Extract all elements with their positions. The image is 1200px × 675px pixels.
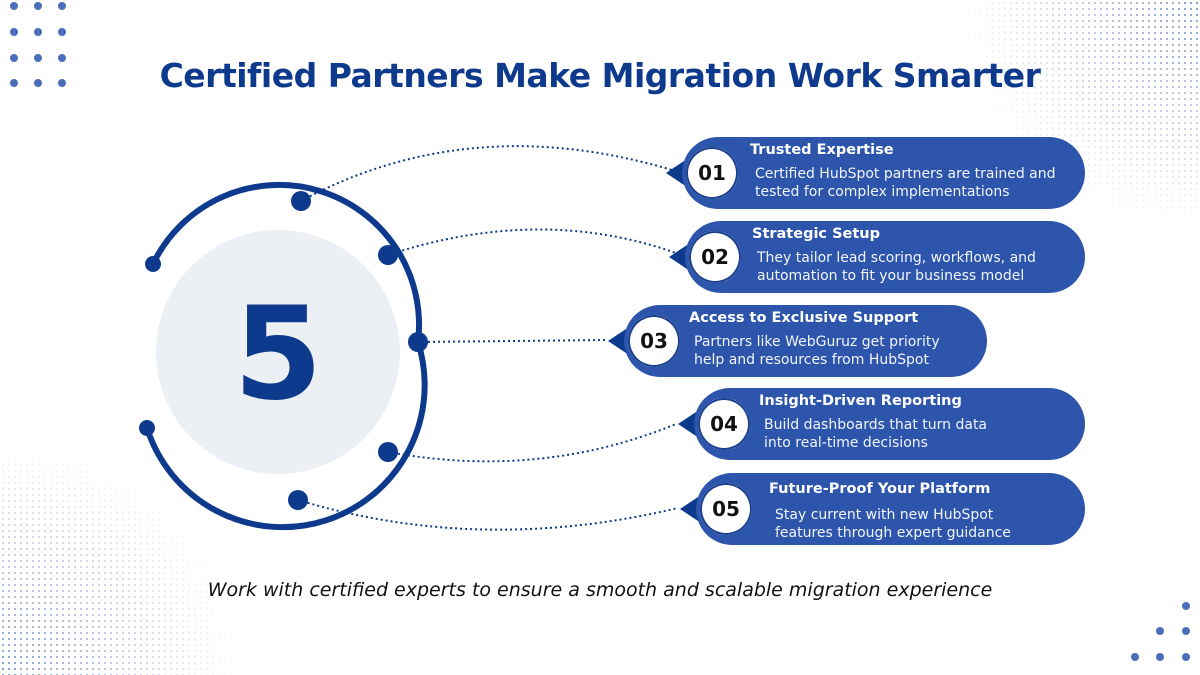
arc-node-02 — [378, 245, 398, 265]
connector-01 — [300, 145, 673, 202]
connector-02 — [387, 228, 677, 256]
item-title: Future-Proof Your Platform — [769, 481, 991, 497]
number-badge: 01 — [682, 143, 742, 203]
item-description: They tailor lead scoring, workflows, and… — [757, 249, 1036, 285]
connector-04 — [387, 423, 677, 463]
halftone-bottom-left — [0, 440, 240, 675]
item-description: Stay current with new HubSpot features t… — [775, 506, 1011, 542]
pointer-arrow — [669, 245, 687, 269]
arc-node-03 — [408, 332, 428, 352]
desc-line-2: into real-time decisions — [764, 435, 928, 451]
item-card-05: 05 Future-Proof Your Platform Stay curre… — [680, 473, 1085, 545]
item-card-02: 02 Strategic Setup They tailor lead scor… — [669, 221, 1085, 293]
desc-line-1: Partners like WebGuruz get priority — [694, 334, 940, 350]
number-badge: 04 — [694, 394, 754, 454]
desc-line-1: Stay current with new HubSpot — [775, 507, 994, 523]
item-title: Insight-Driven Reporting — [759, 393, 962, 409]
arc-endpoint-bottom — [139, 420, 155, 436]
number-badge: 02 — [685, 227, 745, 287]
item-title: Strategic Setup — [752, 226, 880, 242]
arc-endpoint-top — [145, 256, 161, 272]
outer-arc — [150, 181, 423, 343]
item-description: Certified HubSpot partners are trained a… — [755, 165, 1056, 201]
page-title: Certified Partners Make Migration Work S… — [159, 56, 1041, 95]
pointer-arrow — [608, 329, 626, 353]
number-badge: 05 — [696, 479, 756, 539]
item-card-04: 04 Insight-Driven Reporting Build dashbo… — [678, 388, 1085, 460]
desc-line-2: features through expert guidance — [775, 525, 1011, 541]
dot-grid-bottom-right — [1131, 602, 1190, 661]
dot-grid-top-left — [10, 2, 66, 87]
desc-line-2: help and resources from HubSpot — [694, 352, 929, 368]
arc-node-04 — [378, 442, 398, 462]
connector-05 — [297, 499, 679, 531]
item-description: Partners like WebGuruz get priority help… — [694, 333, 940, 369]
connector-03 — [417, 339, 609, 343]
arc-node-05 — [288, 490, 308, 510]
center-number: 5 — [233, 280, 323, 429]
desc-line-1: They tailor lead scoring, workflows, and — [757, 250, 1036, 266]
desc-line-1: Build dashboards that turn data — [764, 417, 988, 433]
item-title: Access to Exclusive Support — [689, 310, 919, 326]
footer-tagline: Work with certified experts to ensure a … — [207, 579, 993, 601]
pointer-arrow — [666, 161, 684, 185]
center-disc — [156, 230, 400, 474]
desc-line-2: automation to fit your business model — [757, 268, 1025, 284]
arc-node-01 — [291, 191, 311, 211]
desc-line-1: Certified HubSpot partners are trained a… — [755, 166, 1056, 182]
item-card-01: 01 Trusted Expertise Certified HubSpot p… — [666, 137, 1085, 209]
outer-arc-lower — [144, 341, 428, 531]
number-badge: 03 — [624, 311, 684, 371]
item-title: Trusted Expertise — [750, 142, 894, 158]
item-card-03: 03 Access to Exclusive Support Partners … — [608, 305, 987, 377]
pointer-arrow — [680, 497, 698, 521]
desc-line-2: tested for complex implementations — [755, 184, 1010, 200]
pointer-arrow — [678, 412, 696, 436]
item-description: Build dashboards that turn data into rea… — [764, 416, 987, 452]
